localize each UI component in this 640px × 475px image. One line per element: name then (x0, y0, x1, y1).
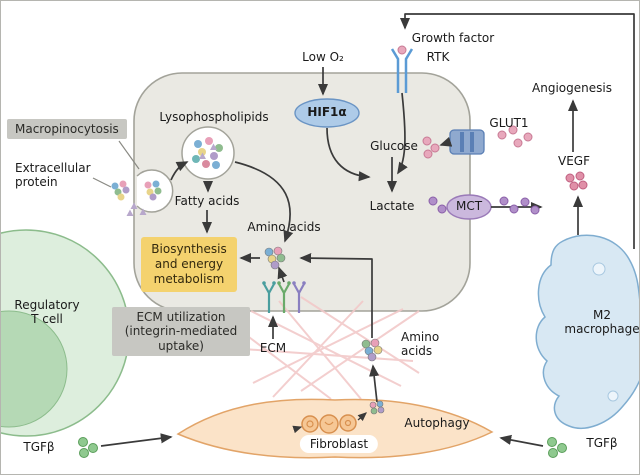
fatty-acids-label: Fatty acids (174, 194, 240, 208)
hif1a-node (294, 98, 360, 128)
macropinocytosis-box: Macropinocytosis (7, 119, 127, 140)
tgfb-molecules-right-icon (547, 437, 567, 458)
regulatory-t-cell-shape (1, 229, 130, 437)
biosynthesis-box: Biosynthesis and energy metabolism (141, 237, 237, 292)
flow-arrows (100, 13, 635, 447)
angiogenesis-label: Angiogenesis (532, 81, 612, 95)
glut1-transporter-icon (449, 129, 485, 155)
tgfb-molecules-left-icon (78, 437, 98, 458)
autophagy-products-icon (369, 400, 385, 415)
amino-acids-stromal-icon (361, 338, 383, 362)
m2-macrophage-label: M2 macrophage (564, 308, 640, 336)
rtk-label: RTK (426, 50, 450, 64)
extracellular-protein-label: Extracellular protein (15, 161, 91, 189)
ecm-utilization-box: ECM utilization (integrin-mediated uptak… (112, 307, 250, 357)
growth-factor-label: Growth factor (411, 31, 495, 45)
amino-acids-stromal-label: Amino acids (401, 330, 440, 358)
glut1-label: GLUT1 (489, 116, 529, 130)
ecm-fiber-lines (240, 296, 420, 400)
amino-acids-central-label: Amino acids (247, 220, 321, 234)
autophagosome-icons (301, 414, 357, 434)
lactate-label: Lactate (369, 199, 415, 213)
tgfb-right-label: TGFβ (586, 436, 618, 450)
integrin-icons (262, 281, 306, 313)
vegf-molecules-icon (565, 171, 588, 191)
low-o2-label: Low O₂ (302, 50, 344, 64)
rtk-receptor-icon (390, 45, 414, 93)
m2-macrophage-shape (535, 234, 639, 430)
amino-acids-central-icon (264, 246, 286, 270)
extracellular-protein-icon (111, 180, 147, 216)
ecm-label: ECM (259, 341, 287, 355)
vegf-label: VEGF (558, 154, 590, 168)
tgfb-left-label: TGFβ (23, 440, 55, 454)
hif1a-label: HIF1α (307, 105, 347, 119)
fibroblast-label: Fibroblast (299, 435, 379, 453)
glucose-label: Glucose (370, 139, 418, 153)
lactate-molecules-icon (428, 196, 540, 215)
engulfed-protein-icon (144, 180, 162, 201)
regulatory-t-cell-label: Regulatory T cell (14, 298, 80, 326)
mct-label: MCT (455, 199, 483, 213)
macropinocytosis-cup (136, 169, 174, 213)
glucose-molecules-icon (422, 125, 533, 159)
lysophospholipid-vesicle-icon (181, 126, 235, 180)
leader-lines (92, 140, 140, 188)
autophagy-label: Autophagy (404, 416, 470, 430)
lysophospholipids-label: Lysophospholipids (159, 110, 269, 124)
